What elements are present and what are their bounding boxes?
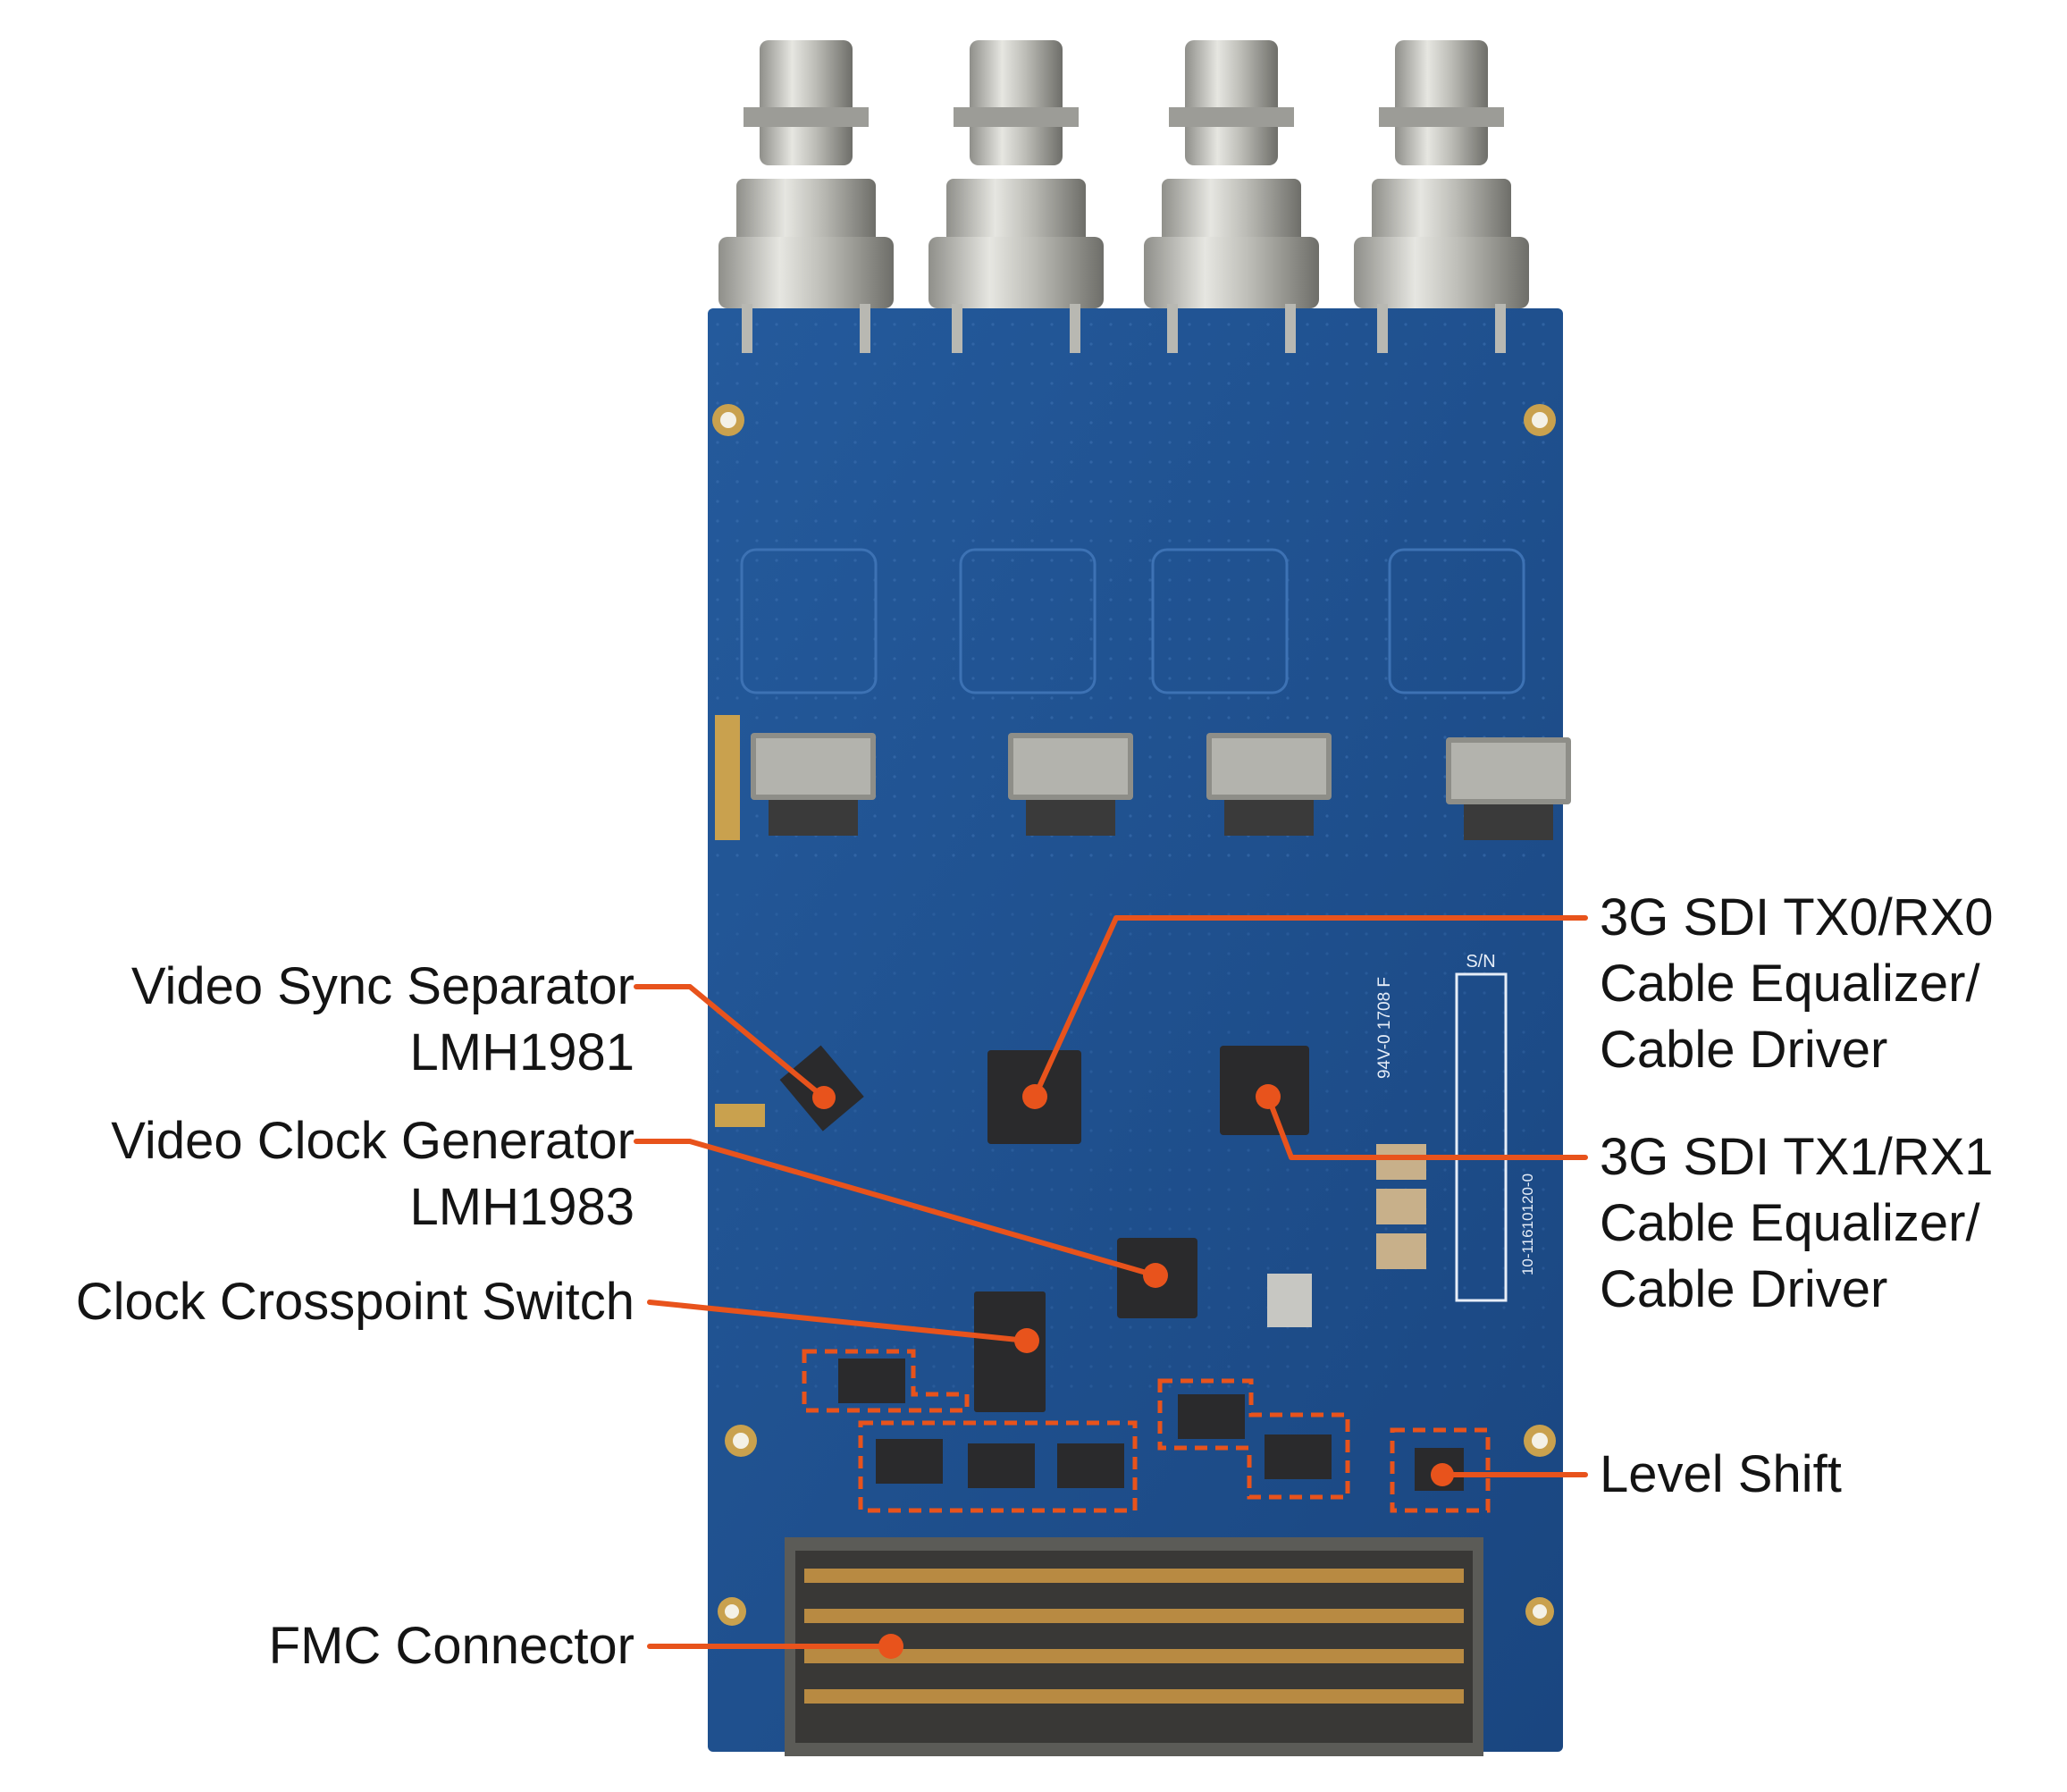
channel-outline (740, 548, 878, 694)
part-number-label: 10-11610120-0 (1519, 1174, 1536, 1275)
callout-line: Cable Driver (1600, 1021, 1888, 1079)
callout-line: Cable Equalizer/ (1600, 955, 1980, 1013)
callout-fmc-connector: FMC Connector (269, 1613, 634, 1679)
callout-line: Clock Crosspoint Switch (75, 1273, 634, 1331)
channel-outline (1388, 548, 1525, 694)
level-shift-chip (1178, 1394, 1245, 1439)
transformer (1206, 733, 1332, 836)
bnc-connectors (718, 40, 1529, 353)
signal-channel-outlines (740, 548, 1525, 694)
leader-sdi-tx0-rx0 (1032, 915, 1588, 1099)
anchor-dot-level-shift (1431, 1463, 1454, 1486)
crystal-oscillator (1267, 1274, 1312, 1327)
callout-video-sync-separator: Video Sync Separator LMH1981 (131, 954, 634, 1086)
level-shift-outlines (802, 1349, 1491, 1513)
leader-video-clock-generator (634, 1139, 1158, 1278)
bulk-capacitors (1376, 1144, 1426, 1269)
leader-sdi-tx1-rx1 (1265, 1094, 1588, 1160)
callout-line: Cable Driver (1600, 1260, 1888, 1318)
callout-line: LMH1981 (409, 1023, 634, 1081)
callout-leader-lines (634, 915, 1588, 1649)
leader-clock-crosspoint-switch (647, 1300, 1029, 1343)
callout-sdi-tx1-rx1: 3G SDI TX1/RX1 Cable Equalizer/ Cable Dr… (1600, 1124, 1994, 1323)
callout-line: 3G SDI TX1/RX1 (1600, 1128, 1994, 1186)
transformer (751, 733, 876, 836)
level-shift-chip (1057, 1443, 1124, 1488)
mounting-hole (1524, 1425, 1556, 1457)
test-point-header (715, 715, 765, 1127)
mounting-hole (725, 1425, 757, 1457)
anchor-dot-clock-crosspoint-switch (1014, 1328, 1039, 1353)
date-code-label: 94V-0 1708 F (1375, 977, 1394, 1079)
callout-sdi-tx0-rx0: 3G SDI TX0/RX0 Cable Equalizer/ Cable Dr… (1600, 885, 1994, 1083)
callout-line: LMH1983 (409, 1178, 634, 1236)
fmc-connector-body (785, 1537, 1483, 1756)
anchor-dot-sdi-tx0-rx0 (1022, 1084, 1047, 1109)
callout-level-shift: Level Shift (1600, 1442, 1842, 1508)
callout-line: FMC Connector (268, 1617, 634, 1675)
callout-line: 3G SDI TX0/RX0 (1600, 888, 1994, 946)
mounting-hole (1524, 404, 1556, 436)
callout-video-clock-generator: Video Clock Generator LMH1983 (111, 1108, 634, 1241)
level-shift-chip (1265, 1434, 1332, 1479)
level-shift-chip (838, 1359, 905, 1403)
anchor-dot-fmc-connector (878, 1634, 903, 1659)
callout-clock-crosspoint-switch: Clock Crosspoint Switch (76, 1269, 634, 1335)
callout-line: Level Shift (1600, 1445, 1842, 1503)
pcb-board (708, 308, 1563, 1752)
channel-outline (959, 548, 1097, 694)
transformer (1008, 733, 1133, 836)
leader-video-sync-separator (634, 984, 827, 1100)
mounting-holes (712, 404, 1556, 1626)
bnc-connector (1144, 40, 1319, 353)
callout-line: Video Sync Separator (130, 957, 634, 1015)
bnc-connector (928, 40, 1104, 353)
serial-number-area: S/N 94V-0 1708 F 10-11610120-0 (1375, 952, 1536, 1302)
crosspoint-switch-chip (974, 1291, 1046, 1412)
anchor-dot-video-sync-separator (812, 1086, 836, 1109)
channel-outline (1151, 548, 1289, 694)
mounting-hole (712, 404, 744, 436)
integrated-circuits (779, 1045, 1464, 1491)
level-shift-chip (876, 1439, 943, 1484)
signal-transformers (751, 733, 1571, 840)
anchor-dot-video-clock-generator (1143, 1263, 1168, 1288)
callout-line: Cable Equalizer/ (1600, 1194, 1980, 1252)
bnc-connector (718, 40, 894, 353)
mounting-hole (718, 1597, 746, 1626)
level-shift-chip (968, 1443, 1035, 1488)
callout-anchor-dots (812, 1084, 1454, 1659)
callout-line: Video Clock Generator (111, 1112, 634, 1170)
mounting-hole (1525, 1597, 1554, 1626)
bnc-connector (1354, 40, 1529, 353)
transformer (1446, 737, 1571, 840)
anchor-dot-sdi-tx1-rx1 (1256, 1084, 1281, 1109)
serial-number-label: S/N (1466, 952, 1495, 972)
